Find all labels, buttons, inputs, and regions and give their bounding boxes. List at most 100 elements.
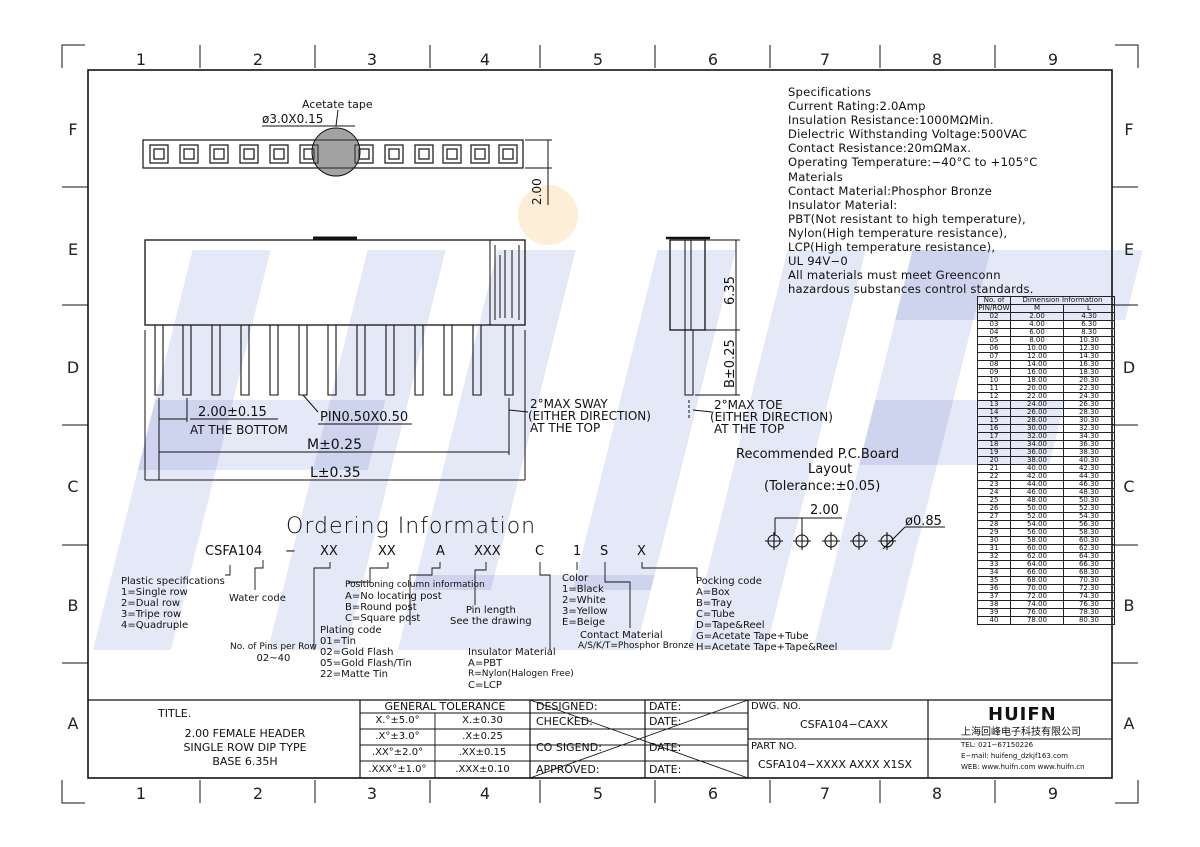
height-dim: 6.35	[723, 276, 738, 305]
option-label: Contact Material	[580, 630, 663, 641]
code-part-9: X	[637, 544, 646, 559]
option-label: 05=Gold Flash/Tin	[320, 658, 412, 669]
zone-col-1: 1	[135, 50, 147, 69]
option-label: D=Tape&Reel	[696, 620, 765, 631]
title-line: BASE 6.35H	[212, 755, 278, 768]
tolerance-angle: .XX°±2.0°	[371, 747, 424, 758]
zone-row-d: D	[66, 358, 80, 377]
company-name: 上海回峰电子科技有限公司	[961, 727, 1081, 738]
zone-row-a: A	[67, 714, 79, 733]
date-label: DATE:	[649, 763, 682, 776]
code-part-4: A	[436, 544, 445, 559]
zone-row-c: C	[67, 477, 79, 496]
tape-label: Acetate tape	[302, 98, 373, 111]
zone-col-5: 5	[592, 50, 604, 69]
option-label: 3=Tripe row	[121, 609, 182, 620]
option-label: 1=Black	[562, 584, 604, 595]
positioning-group: Positioning column information A=No loca…	[345, 580, 485, 624]
option-label: Pin length	[465, 605, 516, 616]
zone-col-7: 7	[819, 50, 831, 69]
checked-label: CHECKED:	[536, 714, 593, 728]
tape-dim: ø3.0X0.15	[262, 112, 324, 126]
title-line: 2.00 FEMALE HEADER	[184, 727, 306, 740]
zone-row-a-right: A	[1123, 714, 1135, 733]
option-label: B=Round post	[345, 602, 417, 613]
option-label: 2=Dual row	[121, 598, 181, 609]
zone-row-b-right: B	[1123, 596, 1135, 615]
option-label: C=Tube	[696, 609, 735, 620]
option-label: See the drawing	[450, 616, 532, 627]
tolerance-angle: X.°±5.0°	[375, 715, 420, 726]
company-tel: TEL: 021−67150226	[961, 741, 1034, 749]
code-part-2: XX	[320, 544, 338, 559]
date-label: DATE:	[649, 714, 682, 728]
tolerance-linear: X.±0.30	[462, 715, 503, 726]
zone-row-e: E	[67, 240, 79, 259]
spec-line: LCP(High temperature resistance),	[788, 240, 996, 255]
option-label: Plastic specifications	[121, 576, 225, 587]
spec-line: Contact Resistance:20mΩMax.	[788, 141, 972, 156]
company-email: E−mail: huifeng_dzkjf163.com	[961, 752, 1068, 760]
designed-label: DESIGNED:	[536, 700, 598, 713]
ordering-title: Ordering Information	[286, 514, 537, 539]
option-label: 3=Yellow	[562, 606, 608, 617]
date-label: DATE:	[649, 740, 682, 754]
option-label: E=Beige	[562, 617, 605, 628]
option-label: Positioning column information	[345, 580, 485, 590]
pcb-title-layout: Layout	[808, 462, 853, 477]
zone-col-6-bottom: 6	[707, 784, 719, 803]
spec-line: hazardous substances control standards.	[788, 282, 1034, 297]
option-label: Insulator Material	[468, 647, 556, 658]
spec-line: All materials must meet Greenconn	[788, 268, 1001, 283]
option-label: A=Box	[696, 587, 730, 598]
tolerance-linear: .X±0.25	[462, 731, 503, 742]
zone-row-f: F	[68, 120, 78, 139]
zone-row-c-right: C	[1123, 477, 1135, 496]
plastic-spec-group: Plastic specifications 1=Single row 2=Du…	[121, 576, 225, 631]
toe-top: AT THE TOP	[714, 422, 785, 436]
zone-col-4: 4	[479, 50, 491, 69]
insulator-group: Insulator Material A=PBT R=Nylon(Halogen…	[468, 647, 574, 691]
spec-line: Current Rating:2.0Amp	[788, 99, 926, 114]
co-signed-label: CO SIGEND:	[536, 740, 602, 754]
tolerance-angle: .X°±3.0°	[375, 731, 420, 742]
spec-line: Insulation Resistance:1000MΩMin.	[788, 113, 994, 128]
toe-direction: (EITHER DIRECTION)	[710, 410, 833, 424]
zone-col-6: 6	[707, 50, 719, 69]
water-code-label: Water code	[229, 593, 286, 604]
option-label: Plating code	[320, 625, 382, 636]
zone-row-e-right: E	[1123, 240, 1135, 259]
option-label: No. of Pins per Row	[230, 642, 317, 652]
pcb-title: Recommended P.C.Board	[736, 447, 900, 462]
spec-line: Contact Material:Phosphor Bronze	[788, 183, 993, 198]
spec-line: UL 94V−0	[788, 254, 849, 269]
zone-col-2: 2	[252, 50, 264, 69]
sway-label: 2°MAX SWAY	[530, 397, 608, 411]
zone-col-9-bottom: 9	[1047, 784, 1059, 803]
option-label: B=Tray	[696, 598, 733, 609]
m-dim: M±0.25	[307, 437, 362, 453]
col-header-dimension: Dimension Information	[1010, 296, 1115, 305]
option-label: 1=Single row	[121, 587, 188, 598]
pitch-bottom-dim: 2.00±0.15	[198, 405, 267, 420]
specifications: Specifications Current Rating:2.0Amp Ins…	[788, 85, 1038, 296]
zone-col-3: 3	[366, 50, 378, 69]
pcb-pitch: 2.00	[810, 503, 839, 518]
spec-line: Specifications	[788, 85, 872, 99]
dwg-no-label: DWG. NO.	[751, 701, 801, 712]
code-part-6: C	[535, 544, 545, 559]
option-label: 22=Matte Tin	[320, 669, 388, 680]
company-web: WEB: www.huifn.com www.huifn.cn	[961, 763, 1085, 771]
option-label: 01=Tin	[320, 636, 357, 647]
pcb-tolerance: (Tolerance:±0.05)	[764, 479, 881, 494]
part-no-label: PART NO.	[751, 741, 797, 752]
option-label: C=LCP	[468, 680, 502, 691]
zone-row-f-right: F	[1124, 120, 1134, 139]
pcb-hole: ø0.85	[905, 514, 942, 529]
zone-col-3-bottom: 3	[366, 784, 378, 803]
option-label: Pocking code	[696, 576, 762, 587]
option-label: 02=Gold Flash	[320, 647, 394, 658]
option-label: 02~40	[256, 653, 291, 664]
